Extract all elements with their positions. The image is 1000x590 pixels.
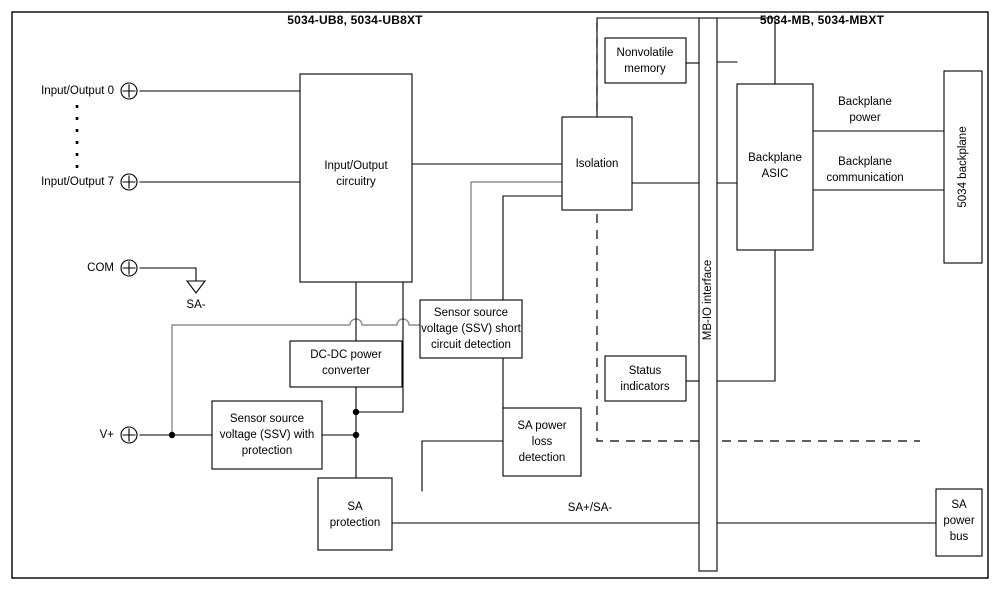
block-sa-power-loss-detection[interactable]: SA power loss detection: [502, 407, 582, 477]
wire-com-to-ground: [139, 267, 197, 282]
label-backplane-power-1: Backplane: [838, 96, 892, 108]
terminal-com[interactable]: COM: [87, 259, 138, 277]
title-right-module: 5034-MB, 5034-MBXT: [760, 13, 885, 27]
terminal-io-7[interactable]: Input/Output 7: [41, 173, 138, 191]
block-mb-io-interface[interactable]: MB-IO interface: [698, 17, 718, 572]
terminal-com-label: COM: [87, 262, 114, 274]
block-ssv-with-protection[interactable]: Sensor source voltage (SSV) with protect…: [211, 400, 323, 470]
screw-terminal-cross-icon: [122, 428, 136, 442]
block-sa-protection[interactable]: SA protection: [317, 477, 393, 551]
terminal-vplus[interactable]: V+: [100, 426, 138, 444]
block-ssv-short-label-2: voltage (SSV) short: [421, 323, 522, 335]
block-ssv-short-label-3: circuit detection: [431, 339, 511, 351]
block-sa-power-loss-label-3: detection: [519, 452, 566, 464]
label-backplane-communication-1: Backplane: [838, 156, 892, 168]
block-dcdc-converter[interactable]: DC-DC power converter: [289, 340, 403, 388]
junction-dot-ssv-node-lower: [352, 431, 360, 439]
block-ssv-short-label-1: Sensor source: [434, 307, 508, 319]
block-isolation-label: Isolation: [576, 158, 619, 170]
terminal-io-0-label: Input/Output 0: [41, 85, 114, 97]
wire-layer: [139, 17, 945, 524]
block-backplane-asic-label-2: ASIC: [762, 168, 789, 180]
block-status-label-2: indicators: [620, 381, 669, 393]
wire-mbio-bottom-rail: [716, 249, 776, 382]
block-sa-power-bus-label-1: SA: [951, 499, 967, 511]
label-sa-bus: SA+/SA-: [568, 502, 613, 514]
block-ssv-protection-label-3: protection: [242, 445, 293, 457]
block-sa-power-bus-label-2: power: [943, 515, 974, 527]
label-backplane-power-2: power: [849, 112, 880, 124]
screw-terminal-cross-icon: [122, 261, 136, 275]
block-sa-power-loss-label-1: SA power: [517, 420, 566, 432]
block-status-indicators[interactable]: Status indicators: [604, 355, 687, 402]
ground-label-sa-minus: SA-: [186, 299, 205, 311]
label-backplane-communication-2: communication: [826, 172, 903, 184]
block-mb-io-interface-label: MB-IO interface: [702, 260, 714, 341]
junction-dot-ssv-node-upper: [352, 408, 360, 416]
block-ssv-protection-label-1: Sensor source: [230, 413, 304, 425]
block-sa-power-bus[interactable]: SA power bus: [935, 488, 983, 557]
block-5034-backplane-label: 5034 backplane: [957, 126, 969, 207]
block-nonvolatile-memory[interactable]: Nonvolatile memory: [604, 37, 687, 84]
junction-dot-vplus: [168, 431, 176, 439]
block-status-label-1: Status: [629, 365, 662, 377]
block-backplane-asic-label-1: Backplane: [748, 152, 802, 164]
ground-triangle-icon: [185, 280, 207, 294]
block-sa-protection-label-2: protection: [330, 517, 381, 529]
outer-frame: [11, 11, 989, 579]
wire-mbio-top-to-asic: [716, 17, 776, 85]
block-sa-protection-label-1: SA: [347, 501, 363, 513]
block-backplane-asic[interactable]: Backplane ASIC: [736, 83, 814, 251]
wire-sa-power-loss-to-saprot: [421, 440, 504, 492]
block-nvm-label-2: memory: [624, 63, 666, 75]
block-ssv-short-circuit-detection[interactable]: Sensor source voltage (SSV) short circui…: [419, 299, 523, 359]
wire-gray-ssv-short-to-isolation: [470, 181, 563, 301]
isolation-boundary-line: [596, 22, 920, 442]
block-io-circuitry-label-2: circuitry: [336, 176, 376, 188]
block-sa-power-loss-label-2: loss: [532, 436, 553, 448]
screw-terminal-cross-icon: [122, 175, 136, 189]
block-ssv-protection-label-2: voltage (SSV) with: [220, 429, 315, 441]
block-nvm-label-1: Nonvolatile: [617, 47, 674, 59]
block-sa-power-bus-label-3: bus: [950, 531, 969, 543]
block-io-circuitry[interactable]: Input/Output circuitry: [299, 73, 413, 283]
screw-terminal-cross-icon: [122, 84, 136, 98]
terminal-io-7-label: Input/Output 7: [41, 176, 114, 188]
block-5034-backplane[interactable]: 5034 backplane: [943, 70, 983, 264]
wire-io-circuitry-to-ssv-node: [355, 281, 404, 413]
block-dcdc-label-1: DC-DC power: [310, 349, 382, 361]
title-left-module: 5034-UB8, 5034-UB8XT: [287, 13, 423, 27]
block-dcdc-label-2: converter: [322, 365, 370, 377]
terminal-vplus-label: V+: [100, 429, 115, 441]
wire-isolation-top-to-mbio: [596, 17, 700, 118]
block-io-circuitry-label-1: Input/Output: [324, 160, 388, 172]
terminal-io-0[interactable]: Input/Output 0: [41, 82, 138, 100]
ground-symbol-sa-minus: SA-: [185, 280, 207, 311]
block-isolation[interactable]: Isolation: [561, 116, 633, 211]
